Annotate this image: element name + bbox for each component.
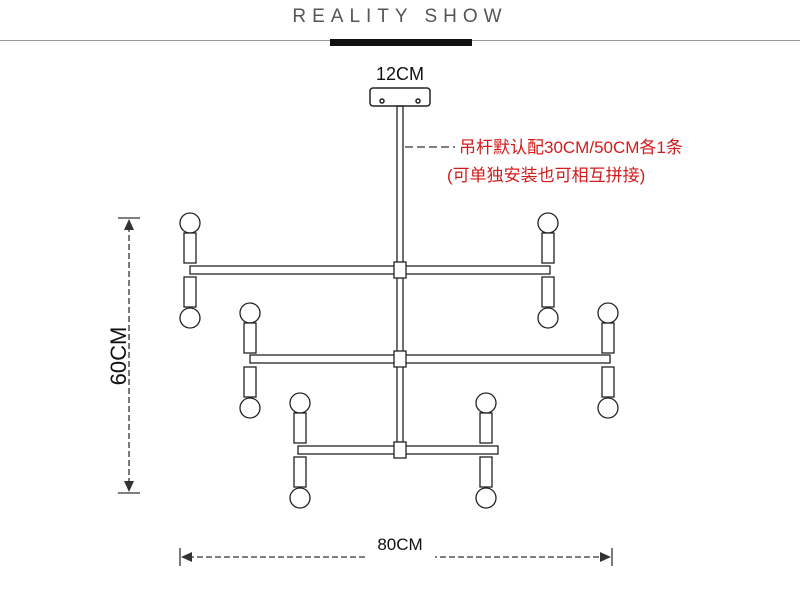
lamp-pair-tier2-right [597, 302, 619, 419]
header-accent-bar [330, 39, 472, 46]
lamp-pair-tier1-right [537, 212, 559, 329]
lamp-pair-tier2-left [239, 302, 261, 419]
lamp-pair-tier1-left [179, 212, 201, 329]
arm-tier-1 [189, 261, 551, 279]
annotation-line-2: (可单独安装也可相互拼接) [447, 166, 645, 185]
width-label-backdrop [365, 534, 435, 558]
canopy [369, 87, 431, 107]
annotation-line-1: 吊杆默认配30CM/50CM各1条 [459, 138, 683, 157]
lamp-pair-tier3-right [475, 392, 497, 509]
header-title: REALITY SHOW [292, 6, 508, 27]
lamp-pair-tier3-left [289, 392, 311, 509]
arm-tier-3 [297, 441, 499, 459]
height-dimension-label: 60CM [106, 327, 131, 386]
height-dimension-line [118, 217, 140, 494]
arm-tier-2 [249, 350, 611, 368]
width-dimension-label: 80CM [377, 535, 422, 554]
central-rod [396, 105, 404, 457]
canopy-width-label: 12CM [376, 64, 424, 84]
